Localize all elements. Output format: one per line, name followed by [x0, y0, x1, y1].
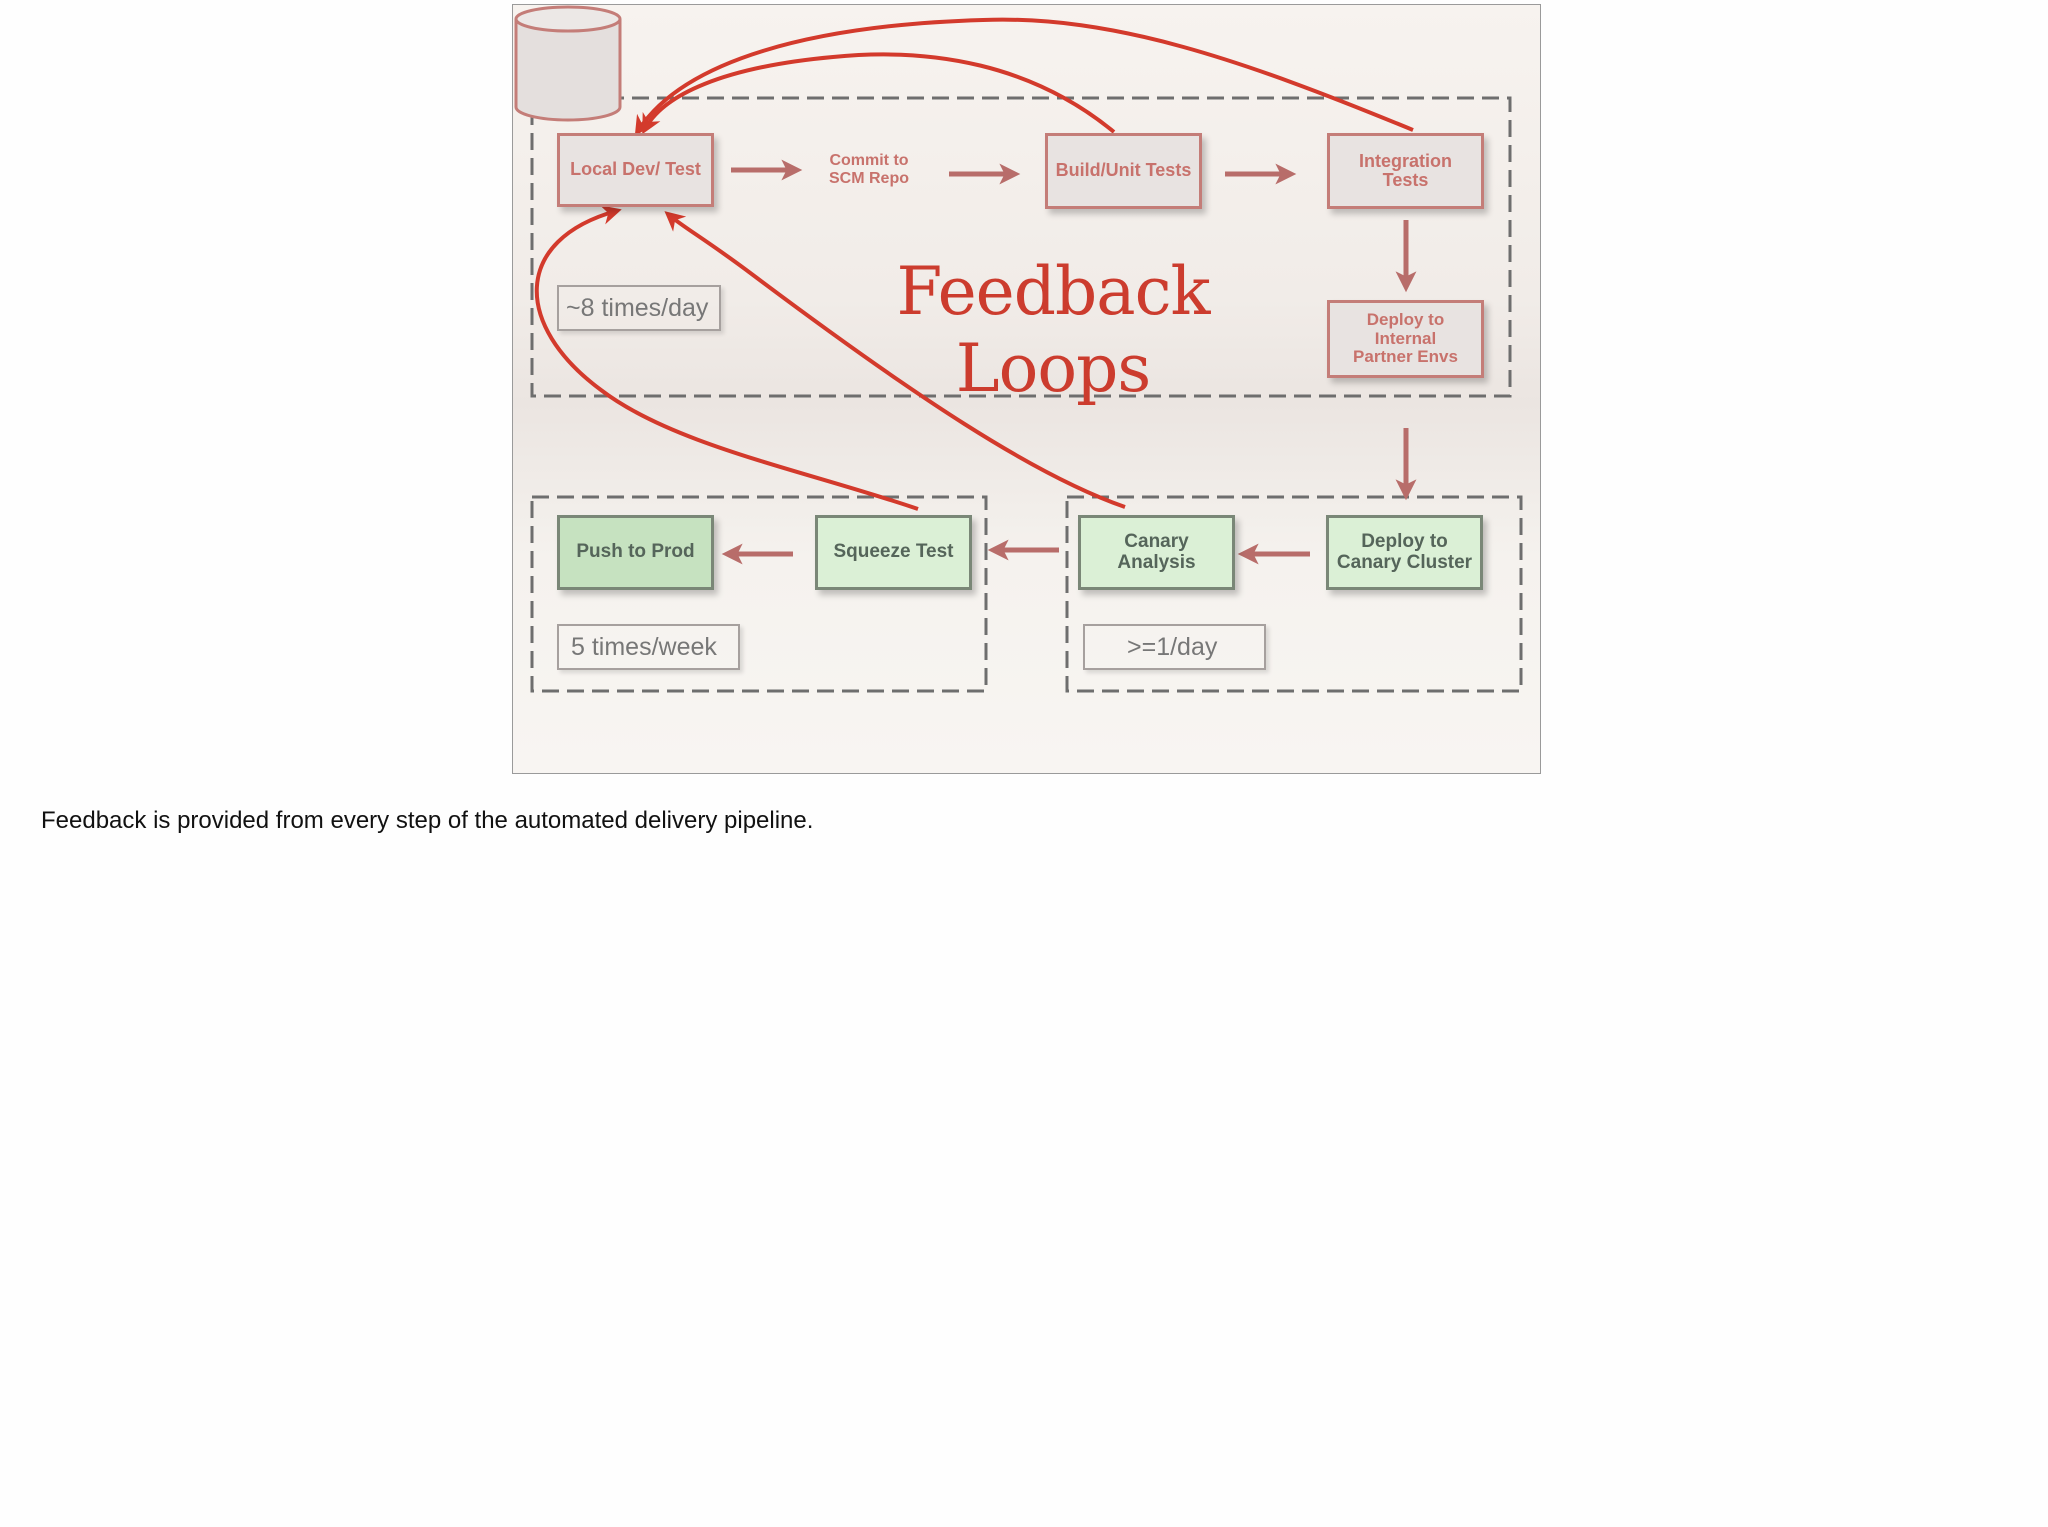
feedback-arrow-integration: [634, 17, 1414, 137]
frequency-dev-loop: ~8 times/day: [557, 285, 721, 331]
stage-build-unit-tests: Build/Unit Tests: [1045, 133, 1202, 209]
feedback-loops-slide: Local Dev/ Test Commit to SCM Repo Build…: [512, 4, 1541, 774]
stage-local-dev-test: Local Dev/ Test: [557, 133, 714, 207]
stage-push-to-prod: Push to Prod: [557, 515, 714, 590]
feedback-arrow-canary: [664, 211, 1126, 509]
frequency-prod-loop: 5 times/week: [557, 624, 740, 670]
diagram-title: Feedback Loops: [896, 253, 1210, 407]
slide-caption: Feedback is provided from every step of …: [41, 807, 814, 834]
dev-region: [530, 96, 1512, 398]
frequency-canary-loop: >=1/day: [1083, 624, 1266, 670]
prod-region: [530, 495, 988, 693]
stage-deploy-internal-partner-envs: Deploy to Internal Partner Envs: [1327, 300, 1484, 378]
stage-commit-scm-repo: Commit to SCM Repo: [829, 152, 909, 188]
canary-region: [1065, 495, 1523, 693]
stage-deploy-canary-cluster: Deploy to Canary Cluster: [1326, 515, 1483, 590]
stage-canary-analysis: Canary Analysis: [1078, 515, 1235, 590]
scm-repo-cylinder-icon: [514, 5, 622, 122]
feedback-arrow-build: [642, 52, 1116, 135]
diagram-canvas: [530, 17, 1523, 693]
feedback-arrow-squeeze: [534, 205, 919, 511]
stage-integration-tests: Integration Tests: [1327, 133, 1484, 209]
stage-squeeze-test: Squeeze Test: [815, 515, 972, 590]
